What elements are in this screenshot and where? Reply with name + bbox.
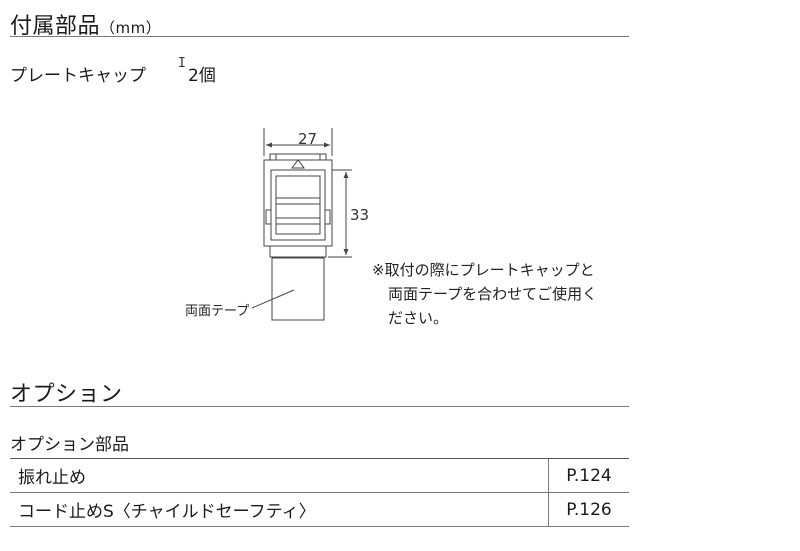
tape-callout-label: 両面テープ bbox=[185, 304, 250, 319]
accessories-divider bbox=[10, 36, 629, 37]
plate-cap-outer bbox=[263, 159, 333, 258]
usage-note-line-1: ※取付の際にプレートキャップと bbox=[372, 261, 595, 279]
accessories-unit: （mm） bbox=[100, 19, 162, 37]
triangle-marker-icon bbox=[291, 159, 305, 169]
options-table: 振れ止め P.124 コード止めS〈チャイルドセーフティ〉 P.126 bbox=[10, 458, 629, 527]
text-cursor-icon: I bbox=[178, 56, 186, 71]
double-sided-tape bbox=[271, 257, 325, 321]
accessories-heading: 付属部品（mm） bbox=[10, 8, 161, 40]
option-page-ref[interactable]: P.126 bbox=[548, 492, 629, 527]
tape-callout-leader bbox=[251, 289, 295, 309]
plate-cap-top-hook bbox=[269, 153, 327, 160]
options-divider bbox=[10, 406, 629, 407]
option-name: コード止めS〈チャイルドセーフティ〉 bbox=[10, 492, 549, 527]
plate-cap-count: 2個 bbox=[188, 66, 216, 86]
height-dimension-label: 33 bbox=[350, 206, 370, 224]
option-name: 振れ止め bbox=[10, 458, 549, 493]
plate-cap-label-row: プレートキャップ bbox=[10, 61, 146, 86]
plate-cap-illustration bbox=[251, 128, 352, 321]
table-row: コード止めS〈チャイルドセーフティ〉 P.126 bbox=[10, 492, 629, 527]
table-row: 振れ止め P.124 bbox=[10, 458, 629, 493]
accessories-title: 付属部品 bbox=[10, 14, 101, 39]
usage-note-line-2: 両面テープを合わせてご使用く bbox=[388, 285, 598, 303]
usage-note: ※取付の際にプレートキャップと 両面テープを合わせてご使用く ださい。 bbox=[372, 258, 597, 330]
plate-cap-label: プレートキャップ bbox=[10, 66, 146, 86]
options-subtitle: オプション部品 bbox=[10, 435, 129, 455]
option-page-ref[interactable]: P.124 bbox=[548, 458, 629, 493]
options-title: オプション bbox=[10, 382, 123, 407]
usage-note-line-3: ださい。 bbox=[388, 309, 449, 327]
width-dimension-label: 27 bbox=[298, 130, 318, 148]
